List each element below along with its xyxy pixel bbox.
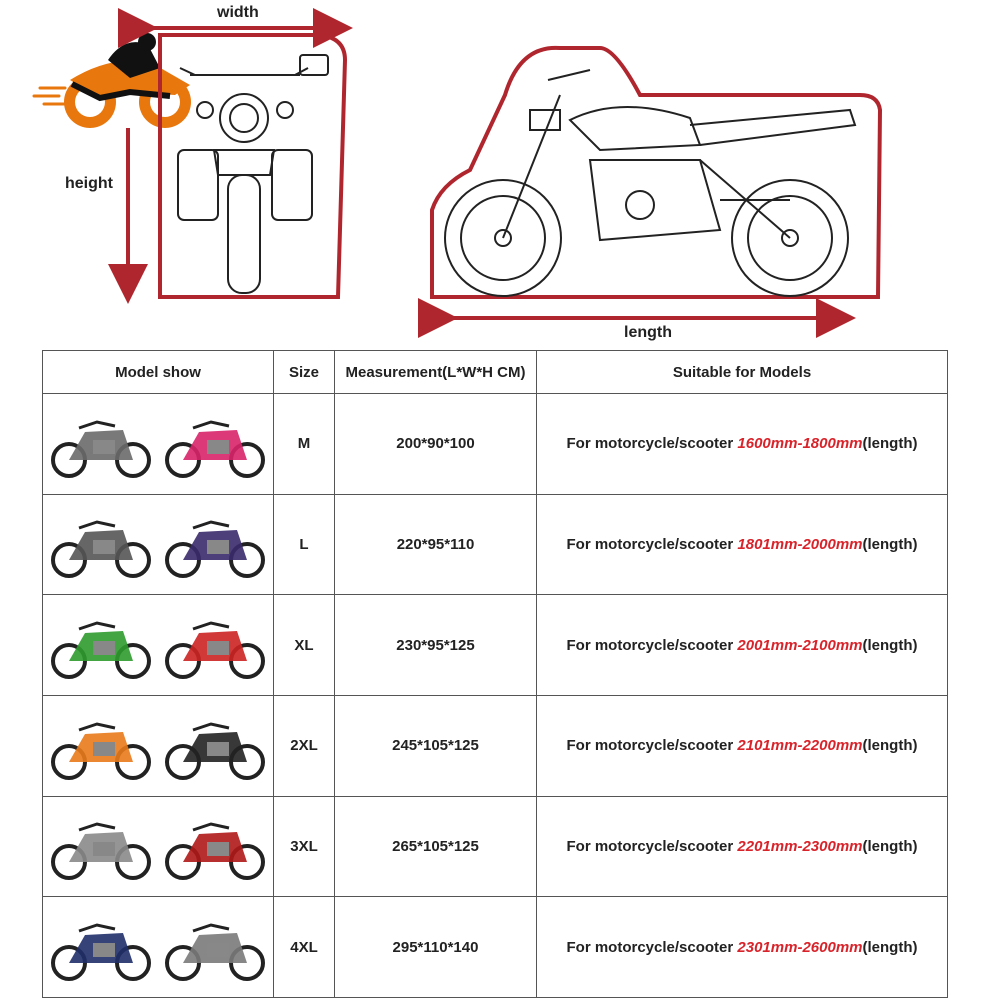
measurement-cell: 230*95*125 (334, 594, 537, 696)
header-measurement: Measurement(L*W*H CM) (334, 350, 537, 394)
side-cover-outline (430, 45, 883, 299)
cover-dimension-diagram (32, 8, 883, 338)
model-show-cell (42, 896, 274, 998)
size-cell: M (273, 393, 335, 495)
suitable-suffix: (length) (862, 435, 918, 453)
model-show-cell (42, 694, 274, 797)
suitable-models-cell: For motorcycle/scooter 2201mm-2300mm(len… (536, 795, 948, 898)
length-range: 2201mm-2300mm (737, 837, 863, 855)
suitable-models-cell: For motorcycle/scooter 2001mm-2100mm(len… (536, 594, 948, 696)
suitable-models-cell: For motorcycle/scooter 1600mm-1800mm(len… (536, 393, 948, 495)
suitable-models-cell: For motorcycle/scooter 2101mm-2200mm(len… (536, 694, 948, 797)
header-size: Size (273, 350, 335, 394)
suitable-suffix: (length) (862, 535, 918, 553)
touring-bike-silver-icon (51, 822, 151, 881)
suitable-prefix: For motorcycle/scooter (566, 737, 738, 755)
size-cell: 4XL (273, 896, 335, 998)
suitable-suffix: (length) (862, 737, 918, 755)
measurement-cell: 245*105*125 (334, 694, 537, 797)
side-motorcycle-sketch (444, 69, 857, 297)
suitable-prefix: For motorcycle/scooter (566, 938, 738, 956)
motorcycle-logo-icon (32, 33, 191, 128)
scooter-purple-icon (165, 520, 265, 579)
sportbike-green-icon (51, 621, 151, 680)
suitable-suffix: (length) (862, 837, 918, 855)
model-show-cell (42, 594, 274, 696)
header-model-show: Model show (42, 350, 274, 394)
suitable-prefix: For motorcycle/scooter (566, 837, 738, 855)
header-suitable: Suitable for Models (536, 350, 948, 394)
size-cell: 2XL (273, 694, 335, 797)
scooter-pink-icon (165, 420, 265, 478)
suitable-prefix: For motorcycle/scooter (566, 636, 738, 654)
model-show-cell (42, 795, 274, 898)
front-motorcycle-sketch (177, 54, 329, 294)
height-label: height (65, 175, 113, 192)
touring-bike-blue-icon (51, 923, 151, 982)
length-label: length (624, 324, 672, 341)
suitable-prefix: For motorcycle/scooter (566, 435, 738, 453)
bicycle-icon (51, 420, 151, 478)
size-cell: 3XL (273, 795, 335, 898)
length-range: 1801mm-2000mm (737, 535, 863, 553)
suitable-suffix: (length) (862, 636, 918, 654)
sportbike-red-icon (165, 621, 265, 680)
length-range: 2101mm-2200mm (737, 737, 863, 755)
model-show-cell (42, 393, 274, 495)
measurement-cell: 200*90*100 (334, 393, 537, 495)
suitable-models-cell: For motorcycle/scooter 1801mm-2000mm(len… (536, 493, 948, 596)
dirtbike-orange-icon (51, 722, 151, 780)
width-label: width (217, 4, 259, 21)
length-range: 2301mm-2600mm (737, 938, 863, 956)
length-range: 2001mm-2100mm (737, 636, 863, 654)
size-cell: L (273, 493, 335, 596)
underbone-motorcycle-icon (51, 520, 151, 579)
suitable-suffix: (length) (862, 938, 918, 956)
measurement-cell: 220*95*110 (334, 493, 537, 596)
measurement-cell: 265*105*125 (334, 795, 537, 898)
suitable-models-cell: For motorcycle/scooter 2301mm-2600mm(len… (536, 896, 948, 998)
measurement-cell: 295*110*140 (334, 896, 537, 998)
table-header-row: Model show Size Measurement(L*W*H CM) Su… (42, 350, 948, 394)
goldwing-touring-icon (165, 923, 265, 982)
maxi-scooter-red-icon (165, 822, 265, 881)
length-range: 1600mm-1800mm (737, 435, 863, 453)
model-show-cell (42, 493, 274, 596)
size-cell: XL (273, 594, 335, 696)
suitable-prefix: For motorcycle/scooter (566, 535, 738, 553)
size-chart-table: Model show Size Measurement(L*W*H CM) Su… (42, 350, 948, 998)
naked-bike-black-icon (165, 722, 265, 780)
